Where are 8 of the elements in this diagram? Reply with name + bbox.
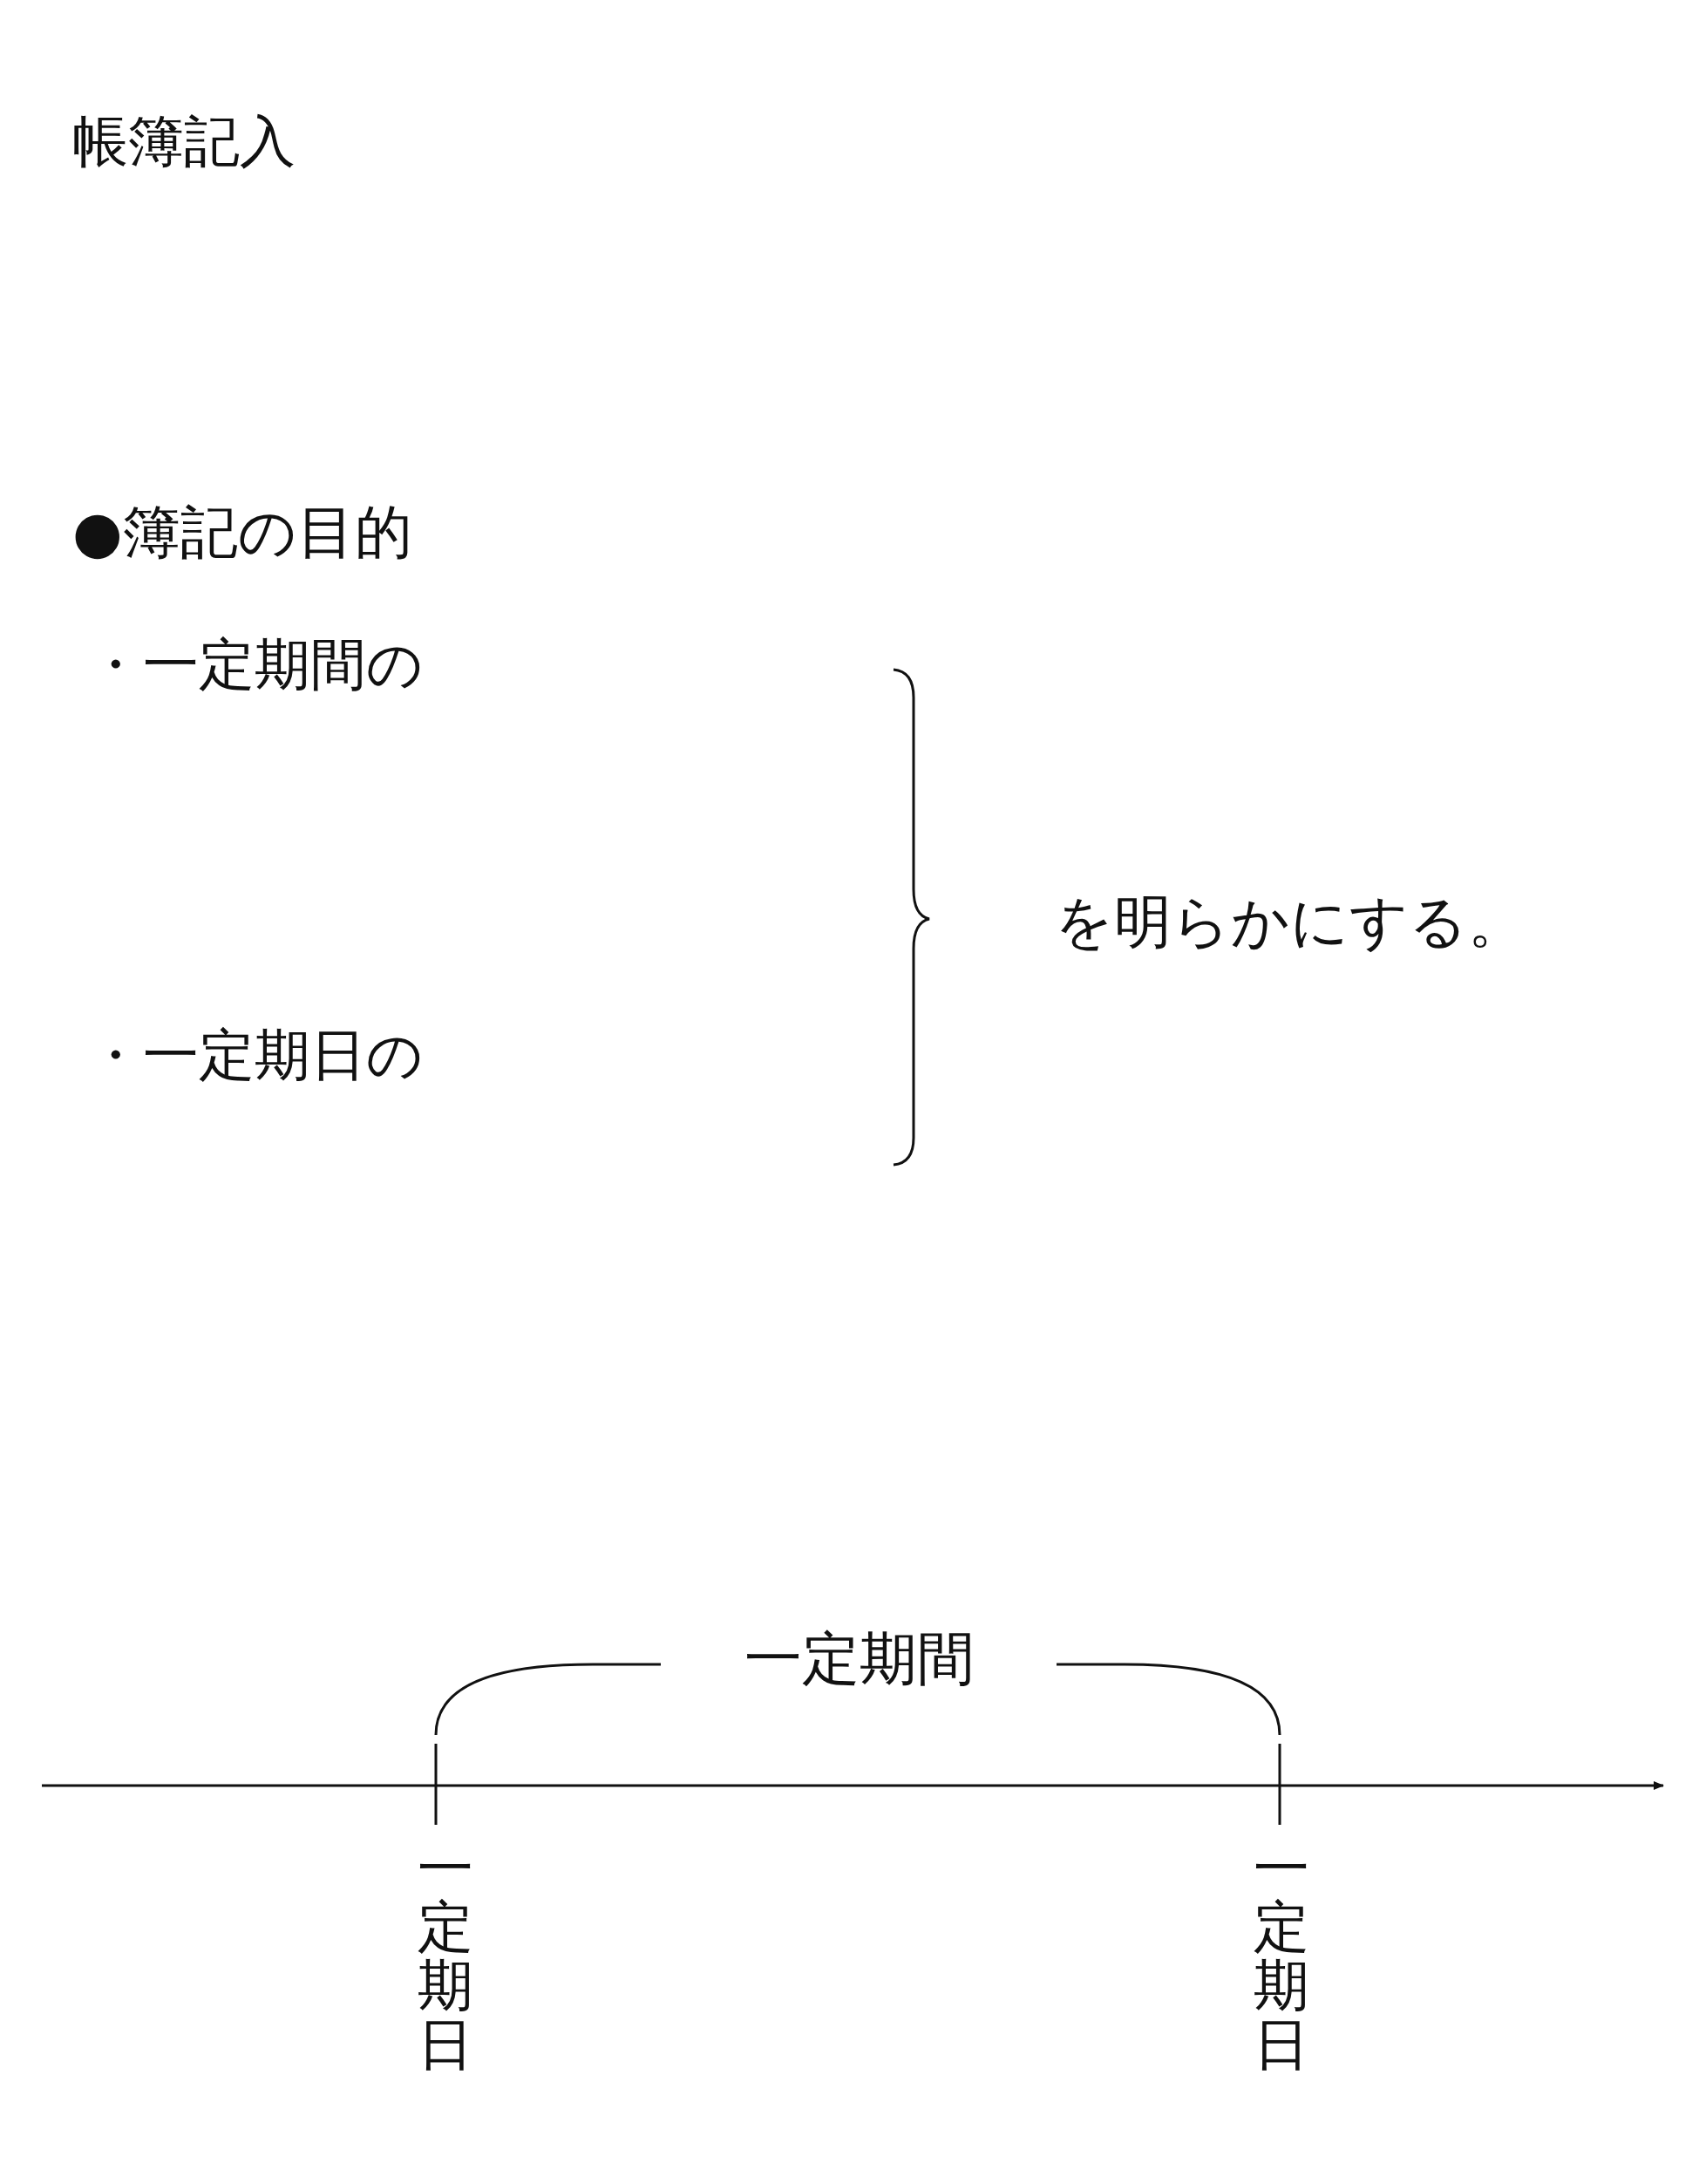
date-label: 一定期日: [1254, 1840, 1309, 2074]
title-text: 帳簿記入: [72, 113, 296, 169]
heading-text: ●簿記の目的: [72, 504, 412, 561]
conclusion-text: を明らかにする。: [1055, 894, 1526, 951]
bullet-item-text: ・一定期間の: [87, 636, 424, 692]
date-label: 一定期日: [418, 1840, 473, 2074]
period-label: 一定期間: [744, 1630, 975, 1688]
bullet-item-text: ・一定期日の: [87, 1027, 424, 1083]
